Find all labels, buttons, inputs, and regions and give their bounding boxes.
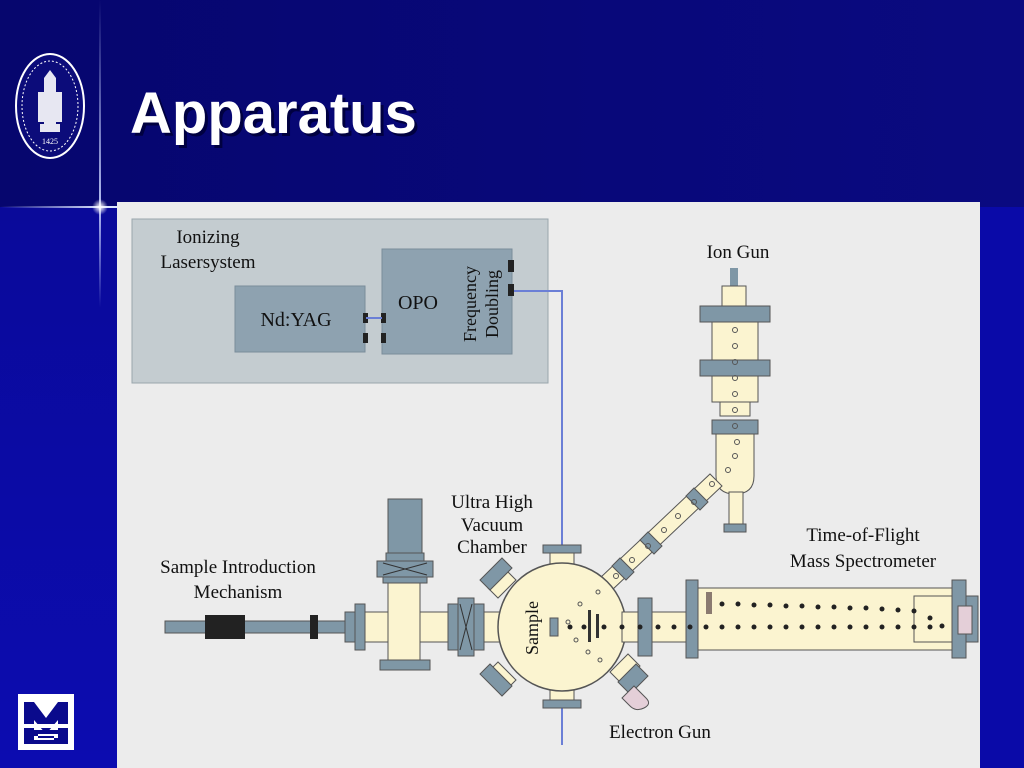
decor-horizontal-line [0,206,120,208]
uhv-chamber [479,544,653,711]
sample-introduction-mechanism [164,498,501,671]
ion-gun-label: Ion Gun [707,242,770,263]
frequency-label: Frequency [460,266,480,342]
right-margin-band [980,207,1024,768]
uhv-label-2: Vacuum [461,515,523,536]
slide-title: Apparatus [130,81,417,146]
ion-gun [699,268,771,533]
ionizing-label-2: Lasersystem [161,252,256,273]
tof-mass-spectrometer [651,579,979,659]
uhv-label-3: Chamber [457,537,527,558]
university-seal-logo: 1425 [15,53,85,159]
decor-vertical-line [99,0,101,768]
doubling-label: Doubling [482,270,502,338]
institute-logo [18,694,74,750]
opo-unit [381,248,513,355]
apparatus-diagram: Ionizing Lasersystem Nd:YAG OPO Frequenc… [131,218,979,745]
sample-intro-label-1: Sample Introduction [160,557,316,578]
ndyag-label: Nd:YAG [260,309,331,331]
left-margin-band [0,207,117,768]
ndyag-unit [234,285,366,353]
uhv-label-1: Ultra High [451,492,533,513]
ion-beam-tube [599,473,723,591]
sample-label: Sample [522,601,542,655]
sample-intro-label-2: Mechanism [194,582,283,603]
ionizing-label-1: Ionizing [176,227,240,248]
seal-year: 1425 [42,137,58,146]
decor-flare [92,199,108,215]
tof-label-2: Mass Spectrometer [790,551,937,572]
ion-flight-path [567,624,933,630]
header-band [0,0,1024,207]
tof-label-1: Time-of-Flight [806,525,920,546]
electron-gun-label: Electron Gun [609,722,711,743]
opo-label: OPO [398,292,438,314]
